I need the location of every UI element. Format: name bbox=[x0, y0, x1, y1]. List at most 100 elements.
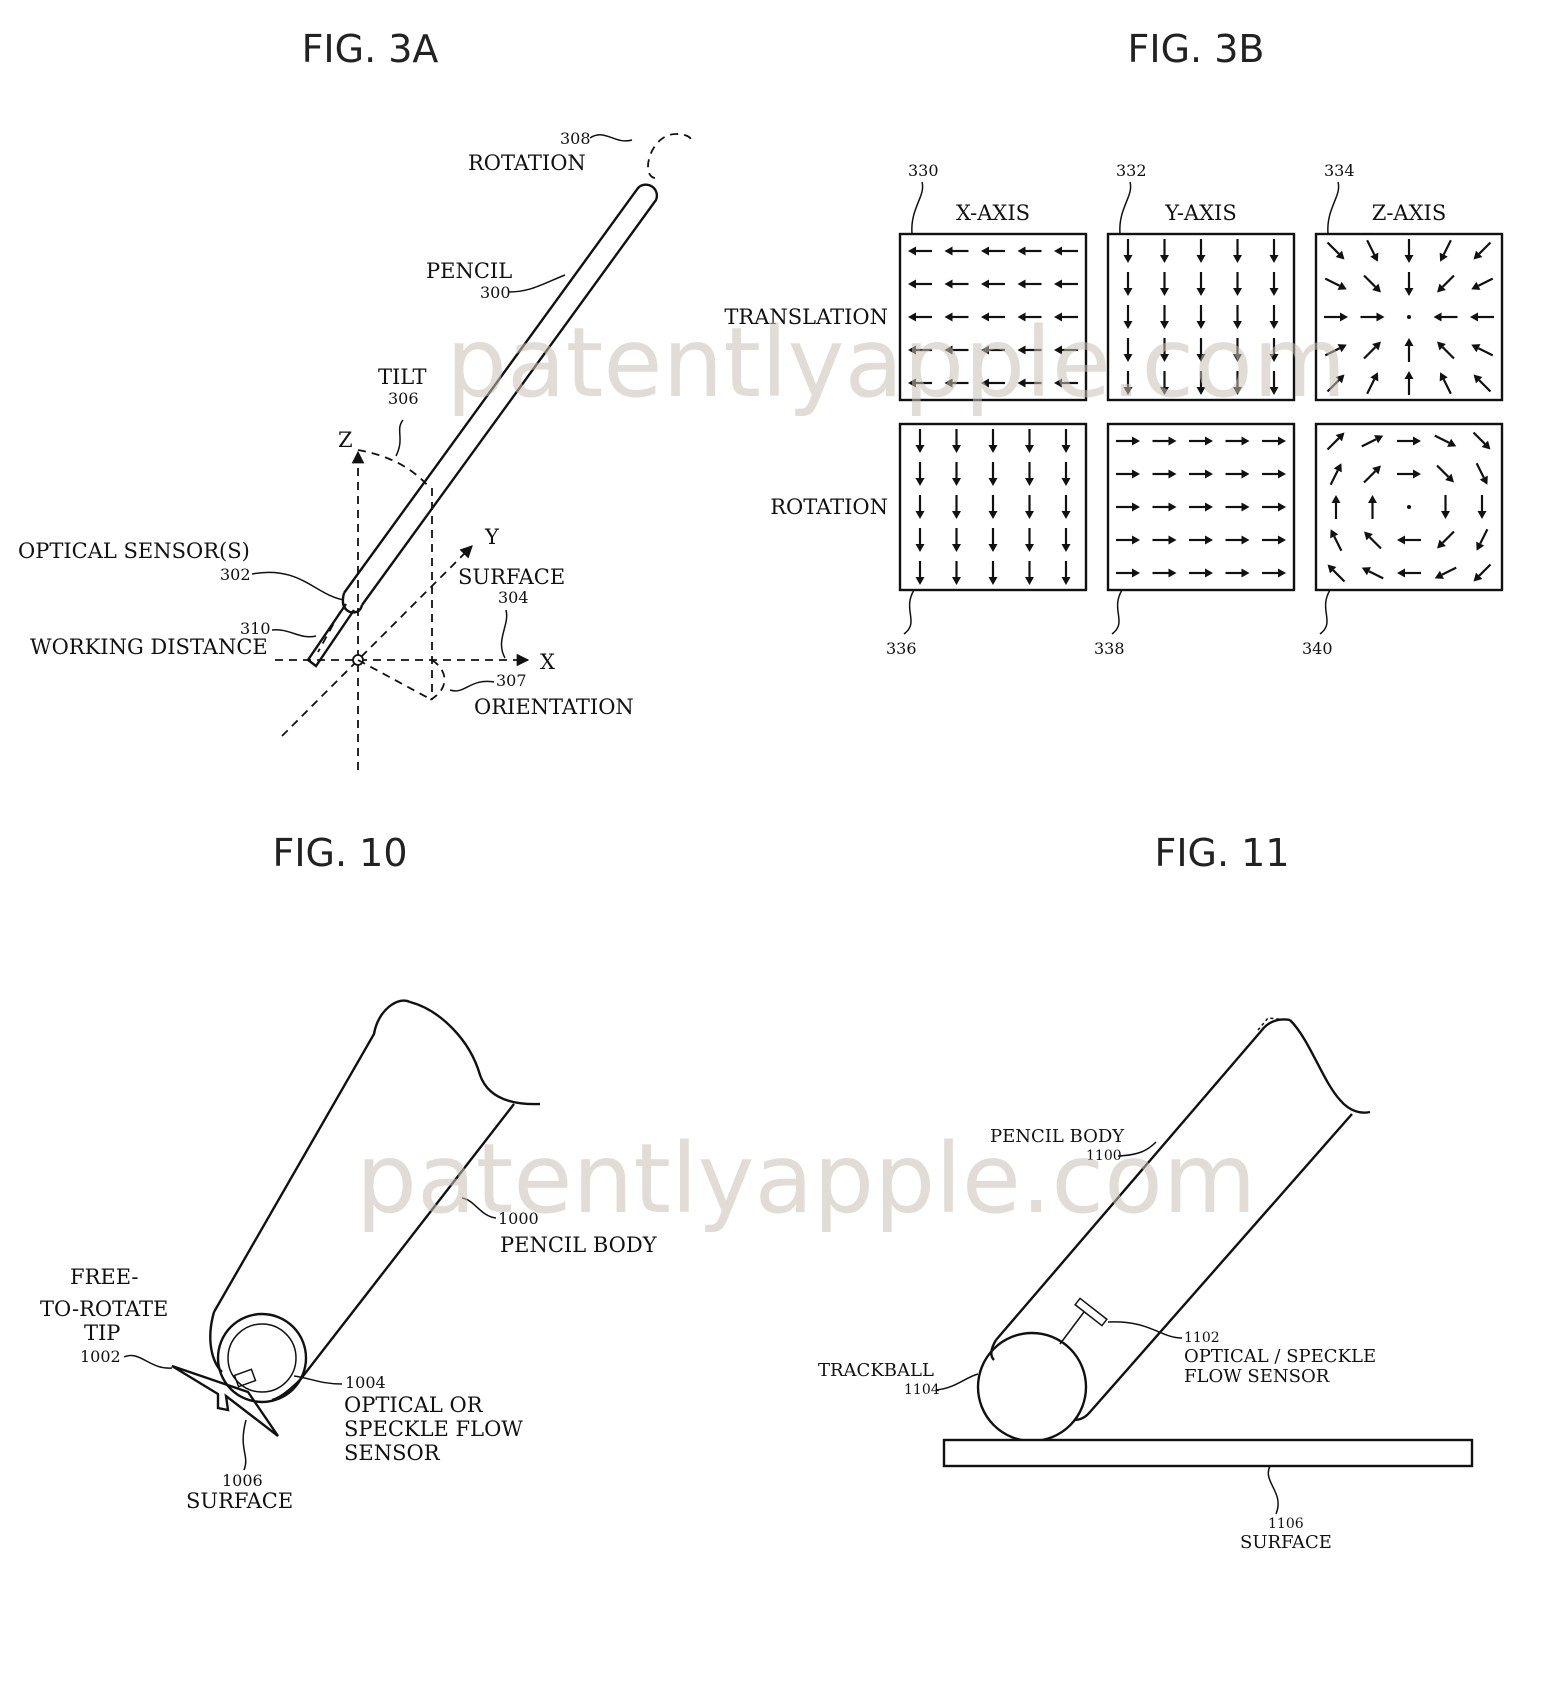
working-distance-label: WORKING DISTANCE bbox=[30, 635, 268, 659]
vector-arrow-head bbox=[1061, 478, 1071, 486]
vector-arrow-head bbox=[1160, 321, 1169, 329]
vector-arrow-head bbox=[1196, 387, 1206, 395]
vector-arrow-head bbox=[1278, 568, 1286, 578]
vector-arrow-shaft bbox=[1434, 434, 1450, 444]
vector-null-point bbox=[1407, 315, 1411, 319]
vector-arrow-head bbox=[1205, 535, 1213, 545]
panel-leader bbox=[903, 589, 915, 635]
vector-arrow-head bbox=[908, 345, 916, 355]
vector-arrow-head bbox=[1471, 344, 1481, 353]
vector-arrow-head bbox=[1132, 436, 1140, 446]
column-number: 330 bbox=[908, 161, 939, 180]
panel-leader bbox=[1319, 589, 1331, 635]
pencil-body-leader bbox=[1117, 1141, 1157, 1157]
vector-arrow-head bbox=[908, 246, 916, 256]
vector-arrow-head bbox=[908, 378, 916, 388]
vector-arrow-head bbox=[944, 345, 953, 355]
vector-arrow-head bbox=[1335, 250, 1345, 260]
surface-plate bbox=[942, 1438, 1474, 1468]
vector-arrow-head bbox=[981, 345, 989, 355]
vector-arrow-head bbox=[1017, 345, 1026, 355]
vector-arrow-head bbox=[1168, 436, 1177, 446]
vector-arrow-head bbox=[1404, 338, 1414, 346]
vector-arrow-head bbox=[1278, 469, 1286, 479]
fig-3a: FIG. 3A 308 ROTATION PENCIL 300 TILT 306… bbox=[18, 27, 692, 770]
orientation-arc bbox=[429, 659, 446, 701]
vector-arrow-head bbox=[1061, 577, 1071, 585]
optical-sensor-leader bbox=[251, 571, 345, 601]
vector-arrow-shaft bbox=[1478, 563, 1492, 577]
vector-arrow-head bbox=[1340, 312, 1348, 322]
surface-label: SURFACE bbox=[186, 1489, 293, 1513]
vector-arrow-shaft bbox=[1479, 528, 1489, 545]
sensor-stem bbox=[1059, 1311, 1085, 1345]
vector-arrow-head bbox=[915, 577, 925, 585]
sensor-head bbox=[1074, 1297, 1108, 1327]
vector-arrow-shaft bbox=[1363, 346, 1377, 360]
vector-arrow-head bbox=[1233, 288, 1242, 296]
tip-label-line-3: TIP bbox=[84, 1321, 120, 1345]
sensor-ring-inner bbox=[227, 1323, 297, 1393]
vector-arrow-head bbox=[1061, 544, 1071, 552]
vector-arrow-head bbox=[944, 378, 953, 388]
z-axis-label: Z bbox=[338, 428, 353, 452]
vector-arrow-head bbox=[1132, 568, 1140, 578]
vector-arrow-head bbox=[1437, 539, 1446, 549]
vector-arrow-head bbox=[1017, 312, 1026, 322]
sensor-label-line-3: SENSOR bbox=[344, 1441, 441, 1465]
vector-arrow-head bbox=[1269, 288, 1279, 296]
vector-arrow-head bbox=[1479, 475, 1488, 485]
vector-arrow-head bbox=[988, 511, 998, 519]
vector-arrow-head bbox=[1241, 502, 1250, 512]
vector-arrow-head bbox=[1370, 372, 1379, 382]
vector-arrow-head bbox=[1205, 502, 1213, 512]
vector-arrow-head bbox=[1025, 478, 1034, 486]
vector-arrow-head bbox=[981, 378, 989, 388]
vector-arrow-head bbox=[1168, 535, 1177, 545]
fig-11-title: FIG. 11 bbox=[1154, 831, 1289, 875]
trackball-label: TRACKBALL bbox=[818, 1360, 934, 1381]
vector-arrow-head bbox=[1233, 354, 1242, 362]
working-distance-number: 310 bbox=[240, 619, 271, 638]
vector-arrow-head bbox=[1473, 250, 1483, 260]
panel-leader bbox=[1111, 589, 1123, 635]
vector-arrow-head bbox=[988, 544, 998, 552]
vector-arrow-head bbox=[952, 577, 961, 585]
pencil-body-label: PENCIL BODY bbox=[500, 1233, 658, 1257]
pencil-body-cut bbox=[409, 1000, 541, 1106]
vector-arrow-head bbox=[1376, 312, 1385, 322]
vector-arrow-head bbox=[1123, 387, 1133, 395]
vector-arrow-head bbox=[1205, 469, 1213, 479]
vector-arrow-head bbox=[1370, 252, 1379, 262]
vector-arrow-head bbox=[1205, 568, 1213, 578]
watermark-bottom: patentlyapple.com bbox=[356, 1123, 1256, 1235]
vector-arrow-shaft bbox=[1441, 566, 1457, 576]
vector-arrow-head bbox=[1196, 255, 1206, 263]
vector-arrow-head bbox=[1160, 387, 1169, 395]
vector-arrow-head bbox=[1397, 535, 1405, 545]
vector-arrow-shaft bbox=[1475, 462, 1485, 479]
tilt-arc bbox=[357, 449, 431, 489]
optical-sensor-number: 302 bbox=[220, 565, 251, 584]
surface-leader bbox=[500, 609, 508, 659]
trackball-number: 1104 bbox=[904, 1382, 940, 1398]
vector-arrow-shaft bbox=[1478, 241, 1492, 255]
vector-arrow-head bbox=[1437, 283, 1446, 293]
pencil-tip-end bbox=[341, 592, 364, 614]
vector-arrow-head bbox=[1168, 469, 1177, 479]
vector-arrow-shaft bbox=[1324, 277, 1341, 287]
vector-arrow-head bbox=[1017, 279, 1026, 289]
vector-arrow-head bbox=[988, 445, 998, 453]
vector-arrow-head bbox=[1404, 255, 1414, 263]
vector-arrow-head bbox=[1473, 572, 1483, 582]
vector-field-panel bbox=[898, 232, 1088, 402]
row-label: TRANSLATION bbox=[724, 305, 888, 329]
vector-arrow-head bbox=[1434, 570, 1444, 579]
vector-arrow-head bbox=[1374, 435, 1384, 444]
vector-arrow-head bbox=[1241, 436, 1250, 446]
vector-arrow-head bbox=[1439, 252, 1448, 262]
surface-leader bbox=[242, 1419, 247, 1471]
vector-arrow-head bbox=[1372, 341, 1381, 351]
tip-label-line-2: TO-ROTATE bbox=[40, 1297, 168, 1321]
vector-arrow-head bbox=[952, 544, 961, 552]
